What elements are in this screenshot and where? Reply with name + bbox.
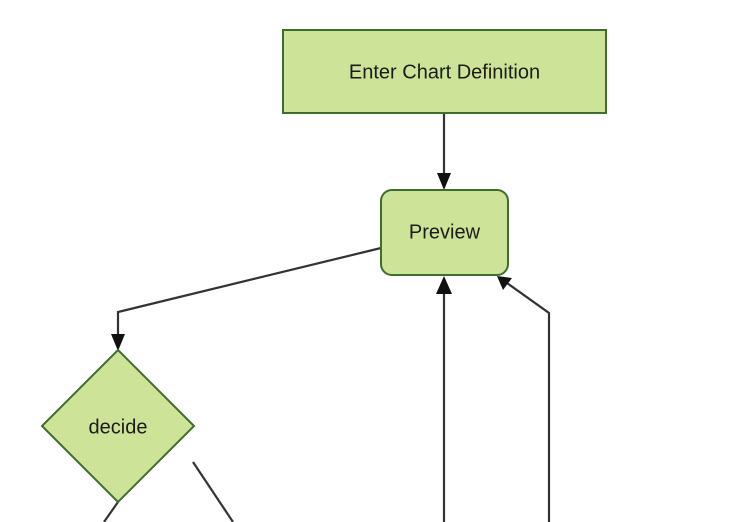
edge-return-to-preview-right-arrowhead [497,276,512,290]
edge-preview-to-decide[interactable] [111,246,382,351]
node-decide[interactable]: decide [40,348,196,504]
edge-return-to-preview-right-hitarea[interactable] [497,276,549,522]
node-enter-chart-definition-shape[interactable] [282,29,607,114]
edge-decide-branch-right-line [192,461,234,522]
edge-preview-to-decide-arrowhead [111,334,125,351]
node-preview[interactable]: Preview [380,189,509,276]
edge-decide-branch-left[interactable] [103,501,119,522]
edge-enter-to-preview[interactable] [437,113,451,190]
edge-preview-to-decide-hitarea[interactable] [118,248,381,351]
node-enter-chart-definition[interactable]: Enter Chart Definition [282,29,607,114]
edge-return-to-preview-center-arrowhead [436,276,452,294]
edge-return-to-preview-center[interactable] [436,276,452,522]
edge-decide-branch-left-hitarea[interactable] [104,502,118,522]
edge-enter-to-preview-arrowhead [437,173,451,190]
edge-return-to-preview-right-line [506,282,551,522]
edge-decide-branch-right-hitarea[interactable] [193,462,233,522]
edge-return-to-preview-right[interactable] [497,276,551,522]
node-decide-shape[interactable] [40,348,196,504]
node-preview-shape[interactable] [380,189,509,276]
edge-preview-to-decide-line [116,246,382,341]
edge-decide-branch-right[interactable] [192,461,234,522]
edge-decide-branch-left-line [103,501,119,522]
